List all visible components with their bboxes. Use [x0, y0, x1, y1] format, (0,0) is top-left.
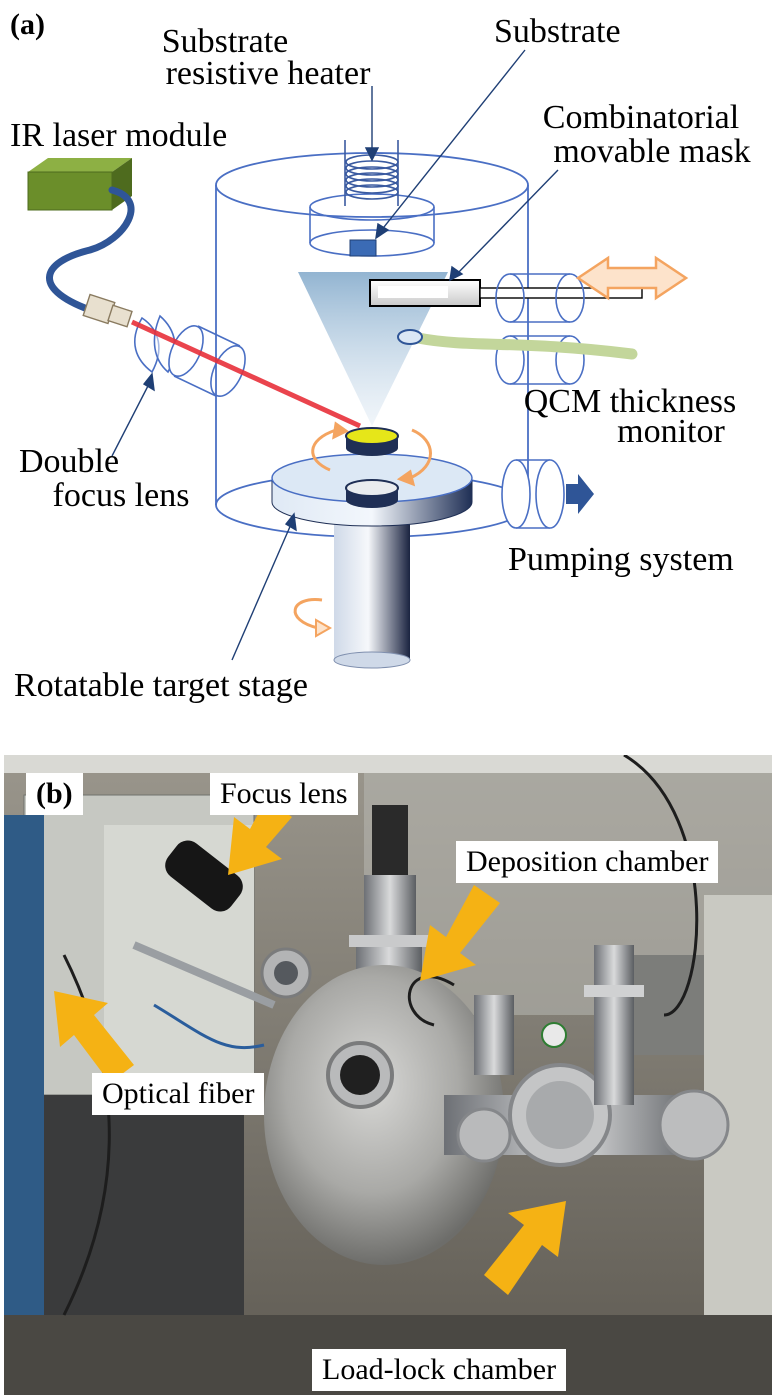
- apparatus-photo-illustration: [4, 755, 772, 1395]
- lens-label-line2: focus lens: [52, 477, 190, 514]
- mask-label-line2: movable mask: [553, 133, 751, 170]
- fiber-connector: [82, 293, 133, 328]
- panel-b-photo: (b) Focus lens Deposition chamber Optica…: [4, 755, 772, 1395]
- panel-a-schematic: (a) Substrate resistive heater Substrate…: [10, 8, 751, 704]
- optical-fiber-label: Optical fiber: [92, 1073, 265, 1115]
- ir-laser-label: IR laser module: [10, 117, 228, 154]
- qcm-sensor-arm: [412, 332, 638, 360]
- lens-viewport-port: [168, 325, 246, 397]
- pumping-arrow-icon: [566, 474, 594, 514]
- qcm-label-line2: monitor: [617, 413, 725, 450]
- mask-feedthrough-port: [495, 273, 585, 323]
- stage-rotation-arrow-icon: [293, 598, 333, 638]
- substrate-label: Substrate: [494, 13, 621, 50]
- substrate-block: [349, 239, 377, 257]
- rotation-arrows-icon: [311, 421, 432, 487]
- heater-label-line2: resistive heater: [165, 55, 371, 92]
- pld-schematic-svg: [27, 49, 689, 669]
- panel-a-tag: (a): [10, 8, 45, 41]
- laser-beam: [130, 319, 362, 429]
- target-disk-yellow: [345, 427, 399, 456]
- arrow-optical-fiber: [54, 991, 134, 1083]
- pumping-port: [501, 459, 565, 529]
- optical-fiber-line: [46, 186, 135, 316]
- double-arrow-icon: [575, 255, 689, 301]
- qcm-sensor-head: [397, 329, 423, 345]
- laser-plume: [298, 272, 448, 426]
- ir-laser-module-icon: [27, 158, 132, 211]
- callout-arrows: [54, 799, 566, 1295]
- mask-label-line1: Combinatorial: [542, 99, 740, 136]
- focus-lens-tube: [132, 840, 276, 1009]
- foil-wrapped-chamber: [264, 965, 504, 1265]
- deposition-chamber-label: Deposition chamber: [456, 841, 719, 883]
- arrow-load-lock: [484, 1201, 566, 1295]
- pumping-label: Pumping system: [508, 541, 734, 578]
- cables: [62, 755, 699, 1316]
- heater-label-line1: Substrate: [161, 23, 289, 60]
- lens-port: [260, 947, 312, 999]
- qcm-port: [495, 335, 585, 385]
- arrow-focus-lens: [228, 799, 292, 875]
- arrow-deposition-chamber: [420, 885, 500, 981]
- qcm-label-line1: QCM thickness: [523, 383, 737, 420]
- panel-b-tag: (b): [26, 773, 83, 815]
- load-lock-chamber: [444, 945, 730, 1167]
- target-stage-label: Rotatable target stage: [14, 667, 308, 704]
- viewport: [326, 1041, 394, 1109]
- lens-label-line1: Double: [18, 443, 120, 480]
- combinatorial-mask: [369, 279, 643, 307]
- target-disk-white: [345, 479, 399, 508]
- focus-lens-label: Focus lens: [210, 773, 358, 815]
- load-lock-label: Load-lock chamber: [312, 1349, 567, 1391]
- leader-lines: [111, 49, 559, 661]
